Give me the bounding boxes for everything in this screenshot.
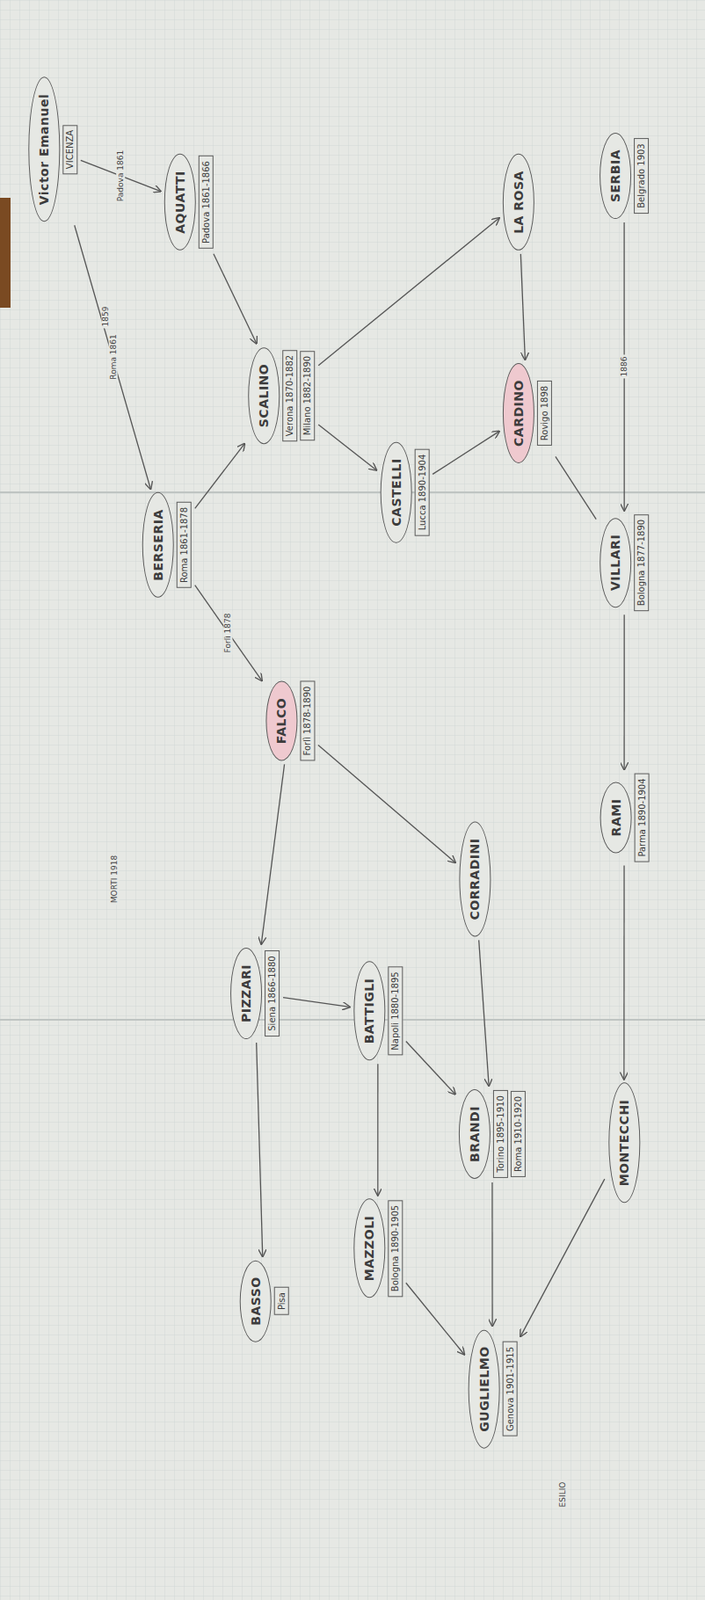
- note-label: MORTI 1918: [109, 853, 119, 905]
- person-node: SCALINOVerona 1870-1882Milano 1882-1890: [247, 347, 315, 444]
- name-oval: MONTECCHI: [608, 1082, 640, 1204]
- date-box: Parma 1890-1904: [633, 772, 649, 862]
- person-node: GUGLIELMOGenova 1901-1915: [467, 1329, 517, 1448]
- person-node: BERSERIARoma 1861-1878: [142, 492, 192, 598]
- date-box: Torino 1895-1910: [493, 1090, 509, 1178]
- date-box: Forlì 1878-1890: [299, 681, 315, 762]
- lineage-arrow: [479, 939, 489, 1086]
- edge-label: Forlì 1878: [224, 611, 233, 655]
- name-oval: BASSO: [239, 1259, 271, 1342]
- lineage-arrow: [491, 1182, 493, 1326]
- person-node: FALCOForlì 1878-1890: [265, 681, 315, 762]
- name-oval: CASTELLI: [379, 441, 412, 543]
- lineage-arrow: [74, 225, 152, 489]
- date-box: Belgrado 1903: [633, 138, 649, 213]
- lineage-arrow: [406, 1282, 465, 1354]
- lineage-arrow: [213, 254, 257, 344]
- date-box: Pisa: [273, 1286, 289, 1316]
- name-oval: PIZZARI: [230, 947, 262, 1040]
- lineage-arrow: [195, 443, 245, 509]
- lineage-arrow: [377, 1063, 378, 1195]
- name-oval: BRANDI: [458, 1089, 491, 1179]
- name-oval: GUGLIELMO: [467, 1329, 500, 1448]
- date-box: Bologna 1890-1905: [387, 1199, 403, 1297]
- date-box: Siena 1866-1880: [264, 950, 280, 1036]
- date-box: Bologna 1877-1890: [633, 514, 649, 611]
- name-oval: SERBIA: [599, 132, 632, 219]
- name-oval: VILLARI: [599, 517, 632, 608]
- lineage-arrow: [318, 744, 456, 863]
- person-node: CASTELLILucca 1890-1904: [379, 441, 429, 543]
- edge-label: Roma 1861: [108, 333, 117, 382]
- lineage-arrow: [261, 763, 284, 945]
- lineage-arrow: [520, 1178, 605, 1337]
- person-node: MAZZOLIBologna 1890-1905: [353, 1199, 403, 1299]
- note-label: ESILIO: [558, 1480, 567, 1510]
- person-node: BASSOPisa: [239, 1259, 289, 1342]
- date-box: Lucca 1890-1904: [414, 449, 429, 537]
- date-box: Napoli 1880-1895: [387, 966, 403, 1055]
- person-node: CARDINORovigo 1898: [502, 363, 553, 464]
- lineage-arrow: [432, 431, 500, 475]
- edge-label: Padova 1861: [116, 148, 125, 204]
- lineage-arrow: [555, 456, 596, 519]
- lineage-arrow: [283, 997, 350, 1008]
- date-box: Rovigo 1898: [537, 380, 553, 446]
- person-node: AQUATTIPadova 1861-1866: [164, 153, 214, 251]
- person-node: BATTIGLINapoli 1880-1895: [353, 961, 403, 1062]
- person-node: CORRADINI: [458, 821, 491, 938]
- name-oval: RAMI: [599, 782, 632, 854]
- person-node: MONTECCHI: [608, 1082, 640, 1204]
- date-box: Genova 1901-1915: [501, 1341, 517, 1437]
- name-oval: Victor Emanuel: [28, 77, 60, 223]
- date-box: Roma 1861-1878: [176, 501, 192, 589]
- name-oval: MAZZOLI: [353, 1199, 386, 1299]
- date-box: Padova 1861-1866: [198, 155, 214, 249]
- date-box: Verona 1870-1882: [282, 349, 298, 442]
- person-node: PIZZARISiena 1866-1880: [230, 947, 280, 1040]
- lineage-arrow: [318, 218, 500, 366]
- lineage-arrow: [256, 1042, 263, 1257]
- note-label: 1859: [101, 305, 110, 329]
- name-oval: AQUATTI: [164, 153, 197, 251]
- date-box: Milano 1882-1890: [299, 350, 315, 441]
- name-oval: LA ROSA: [502, 153, 535, 251]
- name-oval: CORRADINI: [458, 821, 491, 938]
- name-oval: FALCO: [265, 681, 298, 761]
- person-node: BRANDITorino 1895-1910Roma 1910-1920: [458, 1089, 526, 1179]
- name-oval: SCALINO: [247, 347, 280, 444]
- date-box: Roma 1910-1920: [510, 1090, 526, 1178]
- lineage-arrow: [195, 585, 262, 682]
- lineage-arrow: [318, 424, 377, 471]
- lineage-arrow: [623, 865, 625, 1080]
- person-node: LA ROSA: [502, 153, 535, 251]
- edge-label: 1886: [619, 354, 629, 378]
- person-node: Victor EmanuelVICENZA: [28, 77, 78, 223]
- name-oval: BATTIGLI: [353, 961, 386, 1062]
- person-node: VILLARIBologna 1877-1890: [599, 514, 649, 611]
- lineage-arrow: [520, 254, 525, 360]
- lineage-arrow: [406, 1040, 456, 1094]
- person-node: RAMIParma 1890-1904: [599, 772, 649, 862]
- name-oval: BERSERIA: [142, 492, 175, 598]
- date-box: VICENZA: [62, 124, 78, 175]
- name-oval: CARDINO: [502, 363, 535, 464]
- lineage-arrow: [623, 614, 625, 770]
- person-node: SERBIABelgrado 1903: [599, 132, 649, 219]
